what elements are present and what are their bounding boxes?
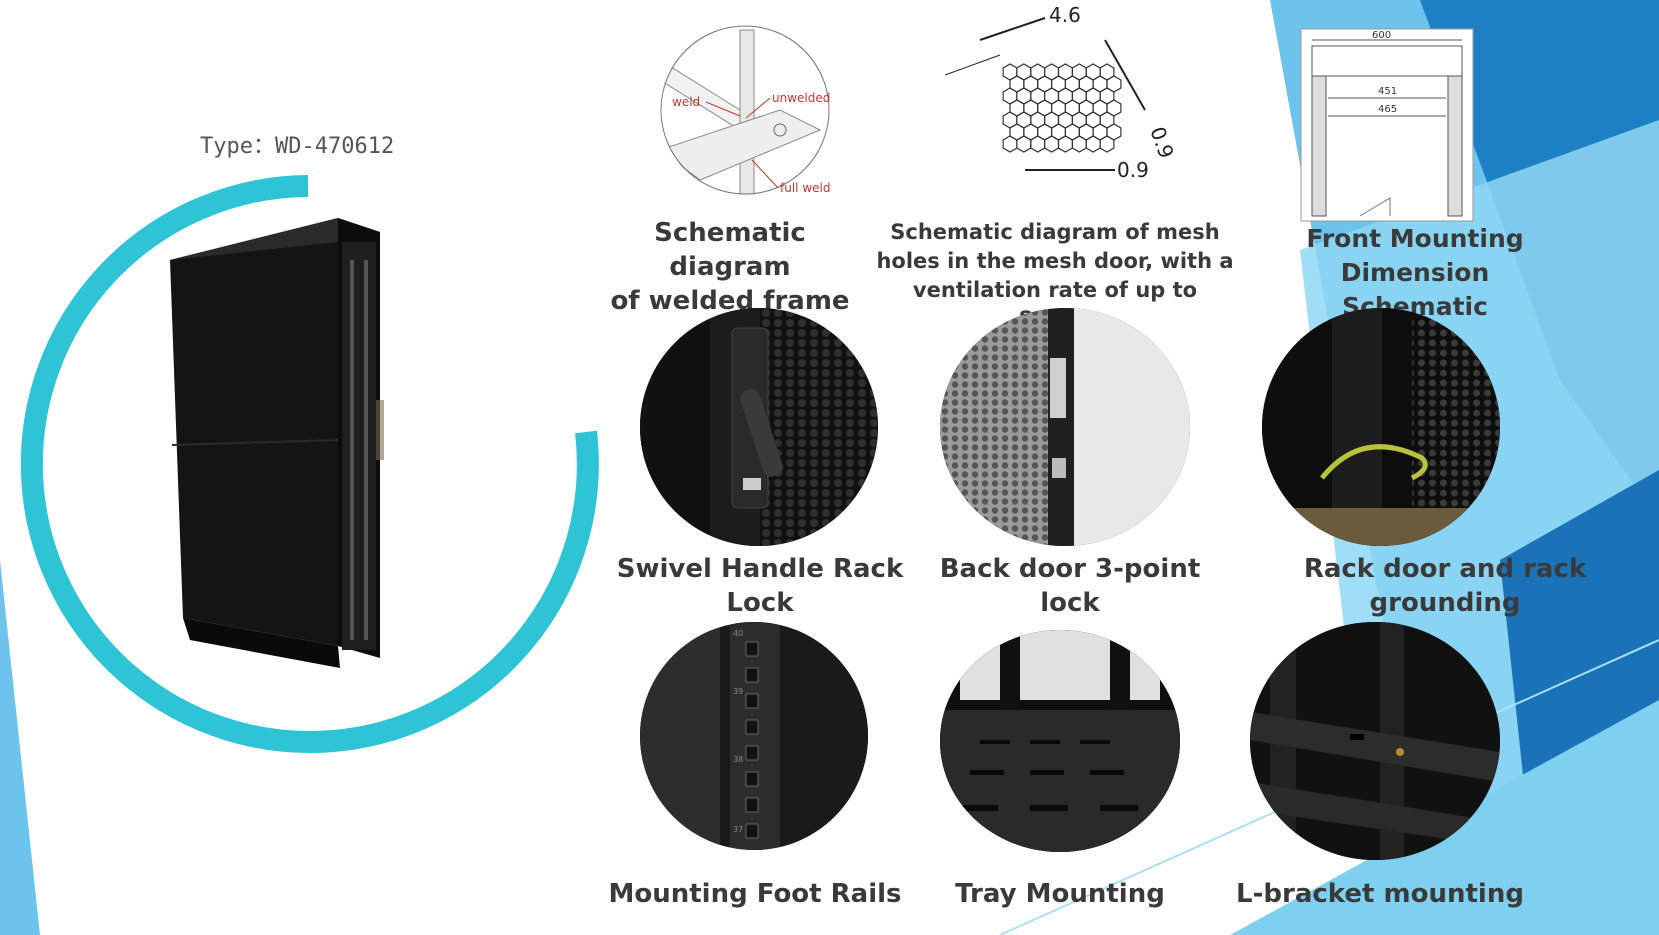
mesh-hex [1085, 135, 1101, 153]
caption-l-bracket: L-bracket mounting [1236, 879, 1524, 909]
caption-mesh-line1: Schematic diagram of mesh [890, 220, 1220, 244]
mesh-hex [1057, 135, 1074, 153]
caption-tray: Tray Mounting [955, 879, 1165, 909]
photo-foot-rails: 40 39 38 37 [640, 622, 868, 850]
mesh-dim-4-6: 4.6 [1049, 3, 1081, 27]
caption-welded-line1: Schematic diagram [654, 218, 806, 282]
photo-l-bracket [1250, 622, 1500, 860]
accent-ring-arc [20, 175, 599, 753]
bg-triangle-left [0, 560, 40, 935]
full-weld-label: full weld [780, 181, 830, 195]
caption-swivel-line1: Swivel Handle Rack [616, 554, 904, 584]
caption-welded-frame: Schematic diagram of welded frame [600, 216, 860, 318]
mesh-hex [1043, 135, 1060, 153]
mesh-hex [1016, 135, 1032, 153]
caption-swivel-line2: Lock [726, 588, 794, 618]
photo-tray-mounting [940, 630, 1180, 852]
dim-600: 600 [1372, 30, 1391, 41]
weld-label: weld [672, 95, 700, 109]
mesh-hex [1071, 135, 1087, 153]
caption-front-line1: Front Mounting Dimension [1306, 224, 1524, 287]
caption-front-mounting: Front Mounting Dimension Schematic [1240, 222, 1590, 324]
caption-mesh-door: Schematic diagram of mesh holes in the m… [875, 218, 1235, 334]
caption-swivel-handle: Swivel Handle Rack Lock [615, 552, 905, 620]
rail-number-40: 40 [733, 629, 743, 638]
dim-465: 465 [1378, 104, 1397, 115]
front-mounting-diagram: 600 451 465 [1300, 28, 1474, 222]
mesh-hex [1030, 135, 1046, 153]
mesh-dim-0-9-diag: 0.9 [1145, 124, 1178, 162]
photo-rack-grounding [1262, 308, 1500, 546]
caption-mesh-line2: holes in the mesh door, with a [876, 249, 1234, 273]
rack-cabinet-image [170, 218, 384, 668]
product-ring [20, 175, 599, 753]
caption-grounding: Rack door and rack grounding [1303, 554, 1587, 618]
mesh-holes-diagram: 4.6 0.9 0.9 [945, 3, 1179, 182]
photo-swivel-handle-lock [640, 308, 878, 546]
mesh-dim-0-9-horiz: 0.9 [1117, 158, 1149, 182]
caption-foot-rails: Mounting Foot Rails [608, 879, 902, 909]
photo-back-door-lock [940, 308, 1190, 546]
type-label: Type：WD-470612 [200, 134, 395, 159]
caption-back-door: Back door 3-point lock [939, 554, 1201, 618]
rail-number-37: 37 [733, 825, 743, 834]
welded-frame-diagram: weld unwelded full weld [660, 25, 830, 195]
dim-451: 451 [1378, 86, 1397, 97]
unwelded-label: unwelded [772, 91, 830, 105]
rail-number-38: 38 [733, 755, 743, 764]
mesh-hex [1002, 135, 1018, 153]
mesh-hex [1099, 135, 1115, 153]
rail-number-39: 39 [733, 687, 743, 696]
